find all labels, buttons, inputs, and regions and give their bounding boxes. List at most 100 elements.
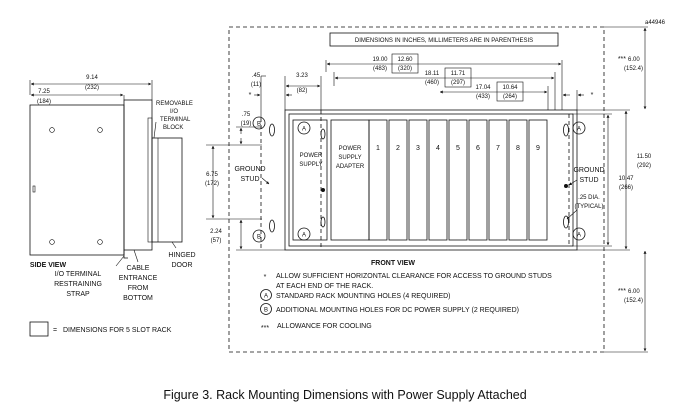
hinged-door-label: HINGED DOOR [168, 252, 195, 269]
dim-075-mm: (19) [241, 121, 252, 127]
dim-675-in: 6.75 [206, 172, 218, 178]
dim-224-mm: (57) [211, 238, 222, 244]
mount-hole-a-bl: A [297, 227, 311, 241]
dim-045-mm: (11) [251, 82, 261, 88]
svg-text:DOOR: DOOR [172, 262, 193, 269]
cool-top-stars: *** [618, 56, 626, 63]
dim-675-mm: (172) [205, 181, 219, 187]
mount-hole-a-tl: A [297, 121, 311, 135]
dim-1047-in: 10.47 [618, 176, 634, 182]
dim-17-box-in: 10.64 [502, 85, 518, 91]
dim-star-left: * [249, 92, 252, 99]
svg-text:GROUND: GROUND [573, 167, 604, 174]
svg-text:A: A [577, 127, 581, 133]
dim-18-mm: (460) [425, 80, 439, 86]
slot-8: 8 [508, 119, 528, 241]
svg-text:3: 3 [416, 145, 420, 152]
banner-text: DIMENSIONS IN INCHES, MILLIMETERS ARE IN… [355, 38, 533, 44]
svg-text:HINGED: HINGED [168, 252, 195, 259]
slot-9: 9 [528, 119, 548, 241]
svg-text:BOTTOM: BOTTOM [123, 295, 153, 302]
legend-text: DIMENSIONS FOR 5 SLOT RACK [63, 327, 172, 334]
dim-18-box-mm: (297) [451, 80, 465, 86]
svg-text:BLOCK: BLOCK [163, 125, 183, 131]
power-supply-adapter-module [330, 119, 370, 241]
mount-hole-b-bottom: B [252, 229, 266, 243]
svg-text:ENTRANCE: ENTRANCE [119, 275, 158, 282]
dim-323-in: 3.23 [296, 73, 308, 79]
cable-entrance-label: CABLE ENTRANCE FROM BOTTOM [119, 265, 158, 302]
side-depth-in: 7.25 [38, 89, 50, 95]
svg-text:(TYPICAL): (TYPICAL) [574, 204, 603, 210]
svg-text:B: B [257, 122, 261, 128]
ground-stud-left-label: GROUND STUD [234, 166, 265, 183]
ground-stud-right-label: GROUND STUD [573, 167, 604, 184]
dim-045-in: .45 [252, 73, 261, 79]
figure-caption: Figure 3. Rack Mounting Dimensions with … [163, 388, 527, 402]
dim-17-in: 17.04 [475, 85, 491, 91]
dim-18-box-in: 11.71 [451, 71, 466, 77]
dim-1047-mm: (266) [619, 185, 633, 191]
dim-19-box-mm: (320) [398, 66, 412, 72]
svg-text:STRAP: STRAP [66, 291, 90, 298]
dim-1150-in: 11.50 [637, 154, 652, 160]
mount-hole-b-top: B [252, 116, 266, 130]
side-depth-mm: (184) [37, 99, 51, 105]
svg-text:I/O: I/O [170, 109, 178, 115]
note-hole-a: STANDARD RACK MOUNTING HOLES (4 REQUIRED… [276, 293, 451, 300]
note-ground-studs-2: AT EACH END OF THE RACK. [276, 283, 373, 290]
power-supply-module [292, 119, 328, 241]
svg-text:POWER: POWER [339, 146, 362, 152]
svg-text:4: 4 [436, 145, 440, 152]
dim-18-in: 18.11 [425, 71, 440, 77]
svg-text:2: 2 [396, 145, 400, 152]
svg-text:*: * [264, 274, 267, 281]
mount-hole-a-br: A [572, 227, 586, 241]
svg-text:REMOVABLE: REMOVABLE [156, 101, 193, 107]
svg-text:1: 1 [376, 145, 380, 152]
dim-224-in: 2.24 [210, 229, 222, 235]
svg-text:9: 9 [536, 145, 540, 152]
side-chassis [29, 104, 125, 256]
svg-text:A: A [302, 233, 306, 239]
svg-text:FROM: FROM [128, 285, 149, 292]
note-ground-studs: ALLOW SUFFICIENT HORIZONTAL CLEARANCE FO… [276, 273, 552, 280]
power-supply-label: POWER SUPPLY [299, 153, 323, 168]
cool-bottom-in: 6.00 [628, 289, 640, 295]
svg-text:6: 6 [476, 145, 480, 152]
slot-3: 3 [408, 119, 428, 241]
svg-text:A: A [264, 294, 268, 300]
legend: = DIMENSIONS FOR 5 SLOT RACK [29, 321, 172, 337]
dim-19-box-in: 12.60 [397, 57, 413, 63]
mount-hole-a-tr: A [572, 121, 586, 135]
note-hole-b: ADDITIONAL MOUNTING HOLES FOR DC POWER S… [276, 307, 519, 314]
svg-text:B: B [264, 308, 268, 314]
svg-text:SUPPLY: SUPPLY [338, 155, 361, 161]
svg-text:TERMINAL: TERMINAL [160, 117, 191, 123]
banner-box [329, 32, 559, 47]
svg-text:I/O TERMINAL: I/O TERMINAL [55, 271, 102, 278]
cool-bottom-stars: *** [618, 288, 626, 295]
svg-text:A: A [577, 233, 581, 239]
side-hinged-door [151, 137, 183, 243]
front-view-title: FRONT VIEW [371, 260, 415, 267]
dim-star-right: * [591, 92, 594, 99]
dim-19-in: 19.00 [372, 57, 388, 63]
svg-text:RESTRAINING: RESTRAINING [54, 281, 102, 288]
slot-4: 4 [428, 119, 448, 241]
svg-text:ADAPTER: ADAPTER [336, 164, 365, 170]
svg-text:8: 8 [516, 145, 520, 152]
slot-7: 7 [488, 119, 508, 241]
power-supply-adapter-label: POWER SUPPLY ADAPTER [336, 146, 365, 170]
svg-text:STUD: STUD [240, 176, 259, 183]
dim-17-box-mm: (264) [503, 94, 517, 100]
svg-text:STUD: STUD [579, 177, 598, 184]
slot-1: 1 [368, 119, 388, 241]
svg-text:***: *** [261, 325, 269, 332]
terminal-block-label: REMOVABLE I/O TERMINAL BLOCK [156, 101, 193, 131]
cool-bottom-mm: (152.4) [624, 298, 643, 304]
svg-text:CABLE: CABLE [127, 265, 150, 272]
cool-top-in: 6.00 [628, 57, 640, 63]
side-width-in: 9.14 [86, 75, 98, 81]
svg-text:B: B [257, 235, 261, 241]
